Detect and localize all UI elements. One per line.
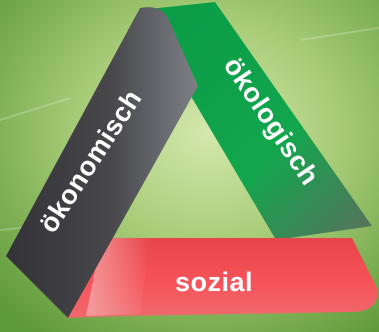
label-sozial: sozial: [175, 267, 253, 297]
social-band-fold-shade: [86, 238, 150, 316]
economic-band: [6, 7, 198, 318]
ecological-band: [140, 2, 372, 240]
